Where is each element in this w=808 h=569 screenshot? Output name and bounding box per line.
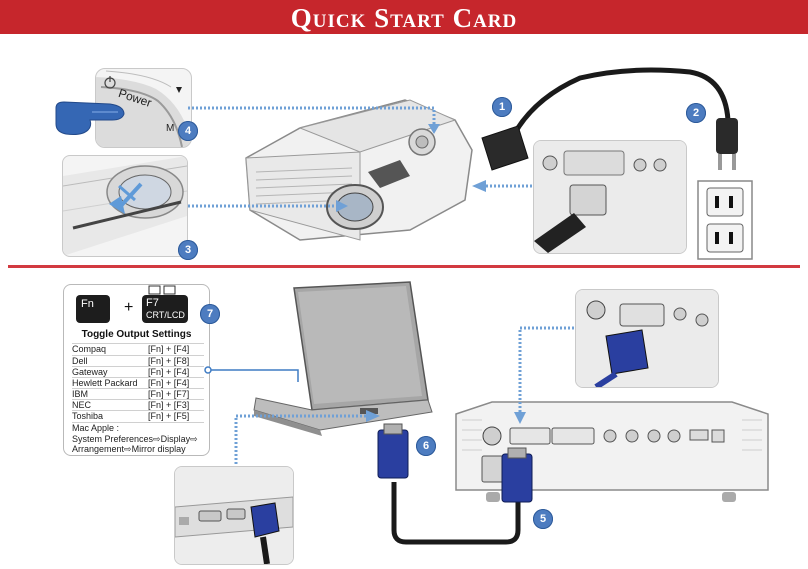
- brand-name: NEC: [72, 400, 92, 410]
- header-banner: [0, 0, 808, 34]
- mac-instruction-line-2: Arrangement⇨Mirror display: [72, 444, 186, 454]
- bottom-connection-arrows: [204, 326, 574, 464]
- brand-keys: [Fn] + [F7]: [148, 389, 190, 399]
- table-row: Toshiba [Fn] + [F5]: [72, 410, 204, 422]
- brand-name: Dell: [72, 356, 88, 366]
- projector-vga-illustration: [576, 290, 718, 387]
- callout-step-7: 7: [200, 304, 220, 324]
- projector-illustration: [245, 99, 473, 241]
- rear-power-panel: [533, 140, 687, 254]
- table-row: IBM [Fn] + [F7]: [72, 388, 204, 400]
- top-connection-arrows: [188, 106, 532, 212]
- laptop-port-illustration: [175, 467, 293, 564]
- svg-text:M: M: [166, 123, 174, 134]
- brand-name: Compaq: [72, 344, 107, 354]
- lens-panel: [62, 155, 188, 257]
- brand-name: Gateway: [72, 367, 108, 377]
- f7-key-sublabel: CRT/LCD: [146, 310, 185, 320]
- brand-keys: [Fn] + [F4]: [148, 367, 190, 377]
- laptop-port-panel: [174, 466, 294, 565]
- table-row: Dell [Fn] + [F8]: [72, 355, 204, 367]
- table-row: NEC [Fn] + [F3]: [72, 399, 204, 411]
- mac-title: Mac Apple :: [72, 422, 204, 433]
- f7-key-label: F7: [146, 297, 159, 309]
- section-divider: [8, 265, 800, 268]
- brand-keys: [Fn] + [F4]: [148, 344, 190, 354]
- toggle-title: Toggle Output Settings: [81, 329, 192, 340]
- table-row: Compaq [Fn] + [F4]: [72, 343, 204, 355]
- callout-step-4: 4: [178, 121, 198, 141]
- brand-keys: [Fn] + [F3]: [148, 400, 190, 410]
- power-button-panel: M Power: [95, 68, 192, 148]
- f7-key: F7 CRT/LCD: [142, 295, 188, 323]
- page-title: Quick Start Card: [290, 3, 518, 33]
- pointing-hand-icon: [55, 101, 125, 135]
- callout-step-5: 5: [533, 509, 553, 529]
- projector-vga-panel: [575, 289, 719, 388]
- callout-step-2: 2: [686, 103, 706, 123]
- vga-cable-illustration: [377, 423, 533, 545]
- table-row: Hewlett Packard [Fn] + [F4]: [72, 377, 204, 389]
- brand-name: IBM: [72, 389, 89, 399]
- power-button-illustration: M: [96, 70, 191, 147]
- toggle-output-card: Fn + F7 CRT/LCD Toggle Output Settings C…: [63, 284, 210, 456]
- callout-step-3: 3: [178, 240, 198, 260]
- brand-name: Toshiba: [72, 411, 104, 421]
- rear-panel-illustration: [534, 141, 686, 253]
- fn-key: Fn: [76, 295, 110, 323]
- lens-illustration: [63, 156, 187, 256]
- brand-keys: [Fn] + [F8]: [148, 356, 190, 366]
- brand-keys: [Fn] + [F4]: [148, 378, 190, 388]
- brand-name: Hewlett Packard: [72, 378, 138, 388]
- plus-sign: +: [124, 299, 134, 316]
- brand-keys: [Fn] + [F5]: [148, 411, 190, 421]
- mac-instruction-line-1: System Preferences⇨Display⇨: [72, 434, 198, 444]
- callout-step-6: 6: [416, 436, 436, 456]
- screen-toggle-icon: [148, 285, 176, 295]
- laptop-illustration: [253, 281, 433, 436]
- table-row: Gateway [Fn] + [F4]: [72, 366, 204, 378]
- wall-outlet-icon: [697, 180, 753, 260]
- power-cord-illustration: [481, 67, 738, 171]
- callout-step-1: 1: [492, 97, 512, 117]
